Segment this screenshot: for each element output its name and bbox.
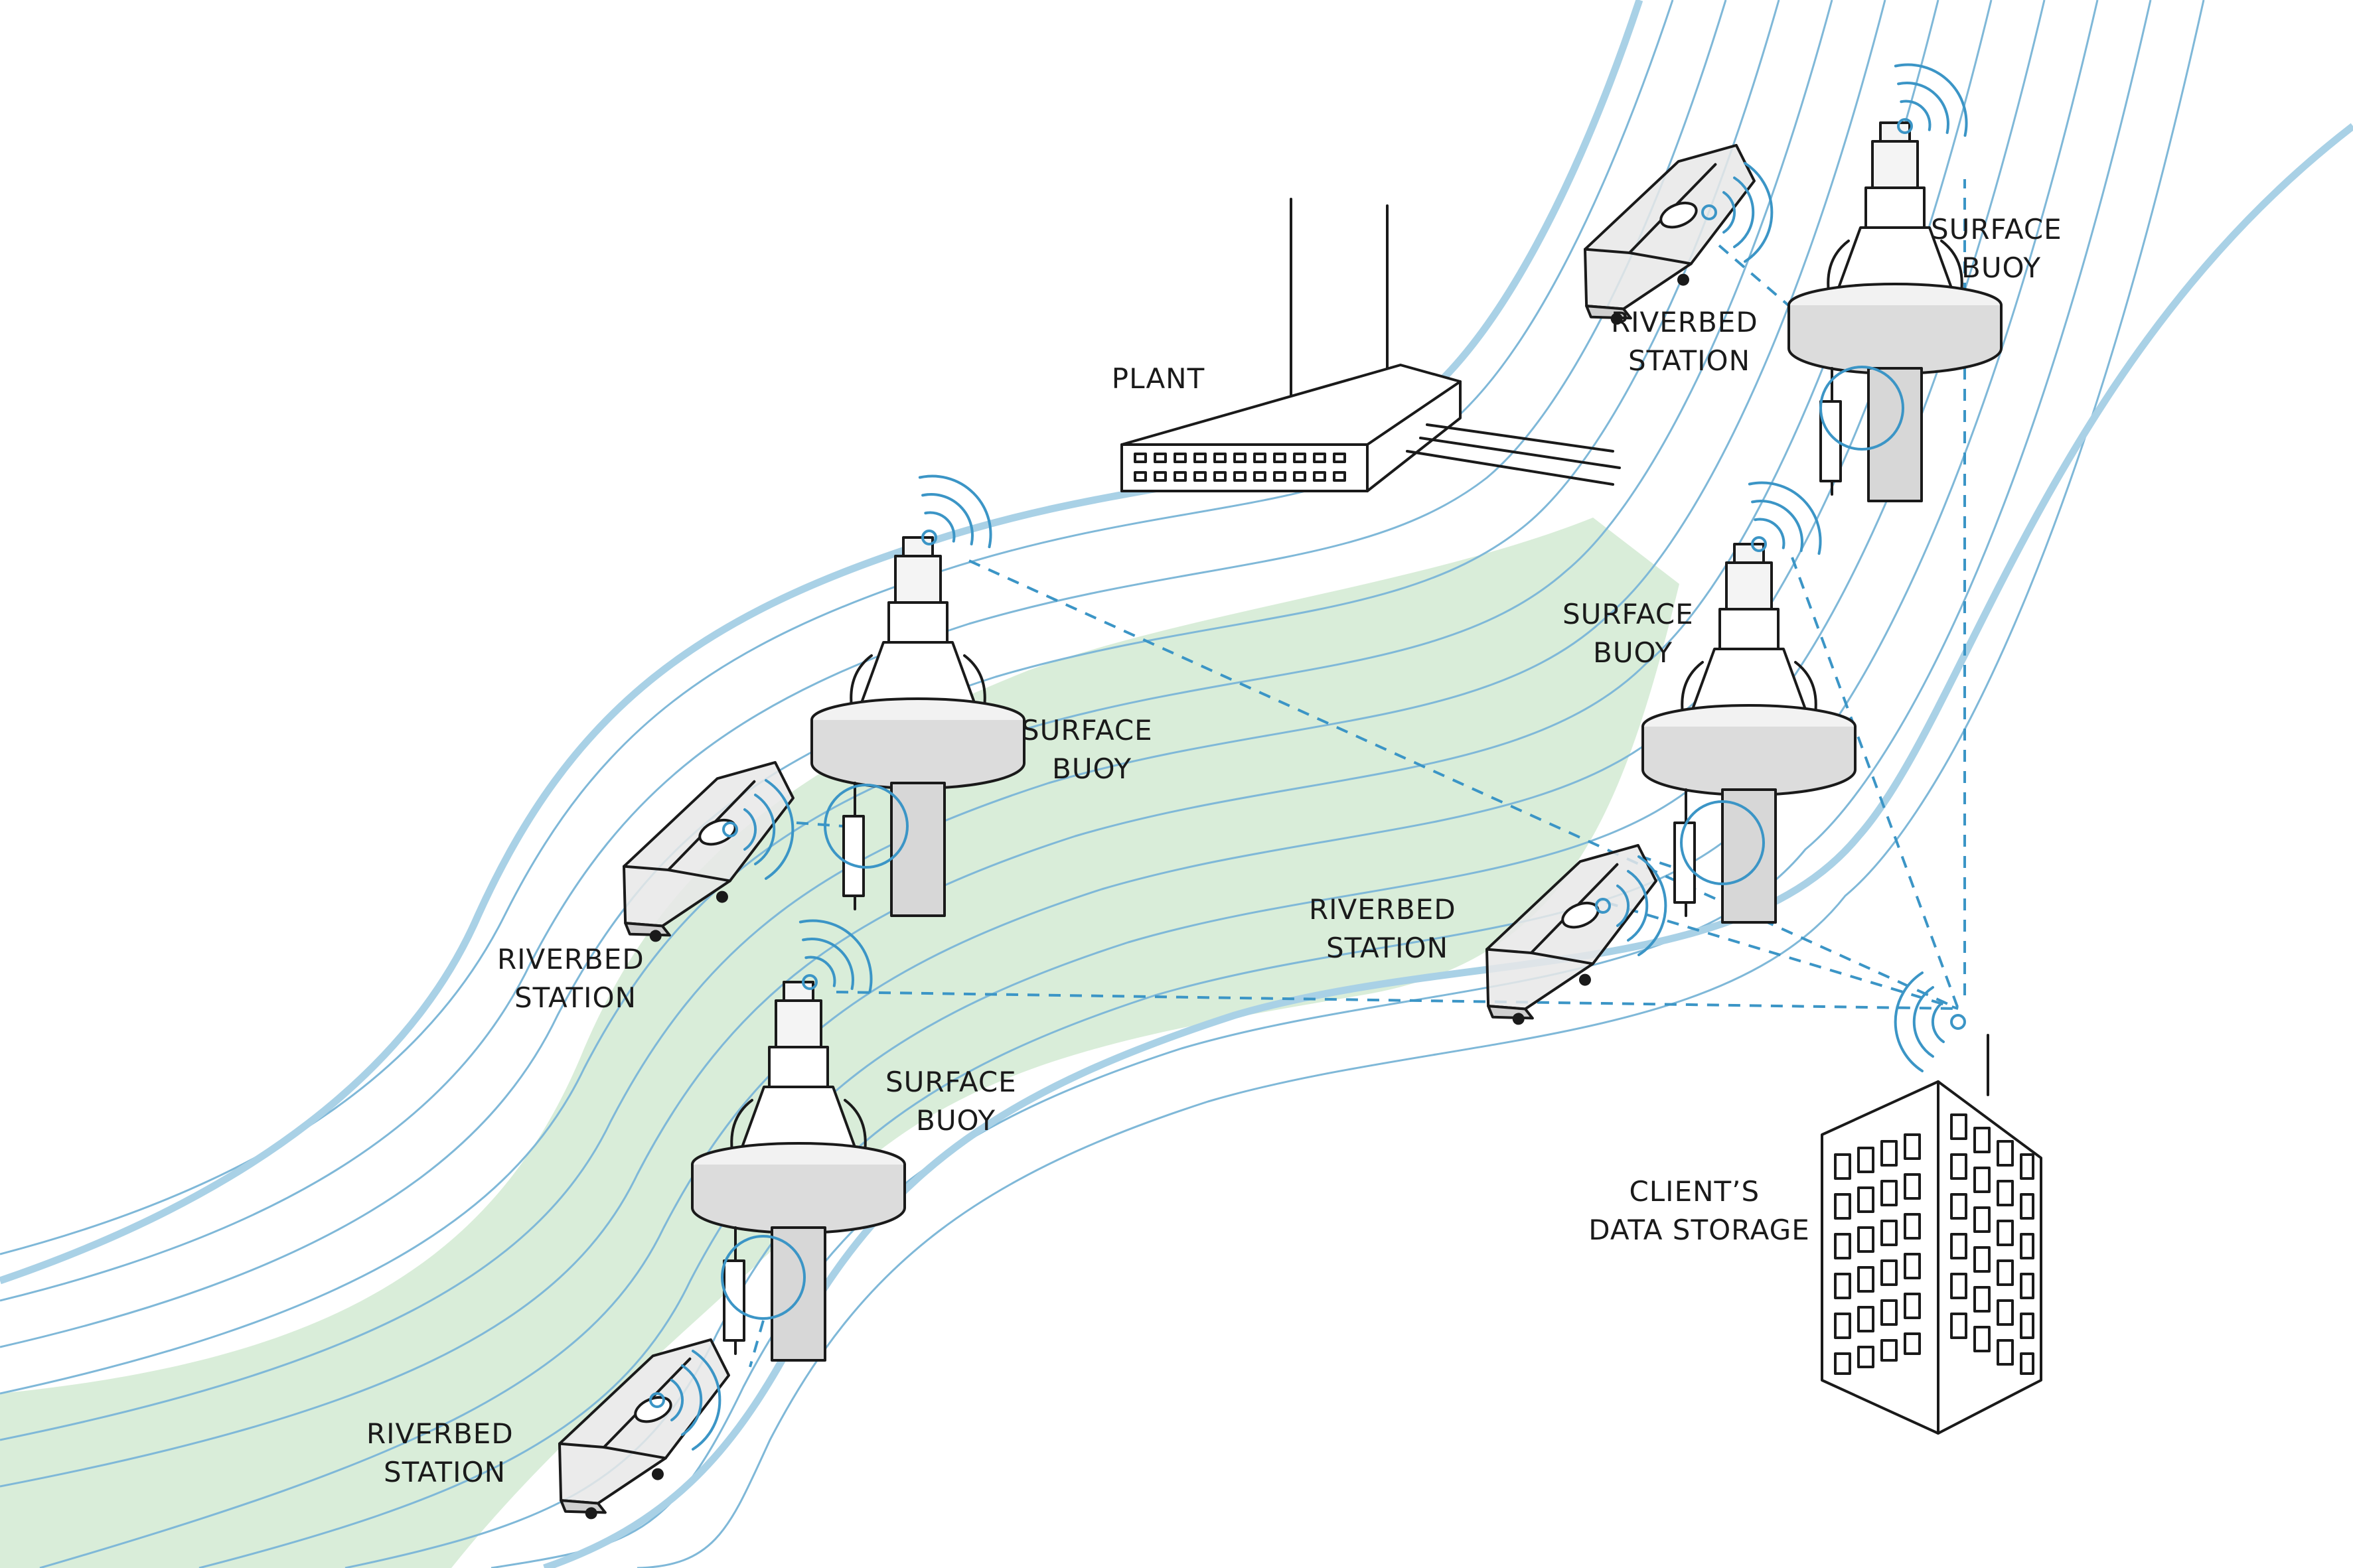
riverbed-station-label: RIVERBED STATION — [366, 1417, 523, 1488]
surface-buoy-label: SURFACE BUOY — [1931, 213, 2072, 284]
pollution-plume — [0, 518, 1679, 1568]
office-building-icon — [1821, 1034, 2042, 1435]
wifi-signal-icon — [1894, 971, 1966, 1072]
data-storage-label: CLIENT’S DATA STORAGE — [1588, 1175, 1809, 1246]
surface-buoy-label: SURFACE BUOY — [1022, 714, 1162, 785]
surface-buoy-label: SURFACE BUOY — [885, 1066, 1026, 1137]
river-bank-right — [543, 123, 2353, 1568]
plant-icon — [1120, 198, 1621, 492]
riverbed-station-label: RIVERBED STATION — [1309, 893, 1466, 964]
river-bank-left — [0, 0, 1643, 1285]
sensor-ring — [721, 366, 1904, 1320]
plant-label: PLANT — [1112, 362, 1205, 395]
riverbed-station-label: RIVERBED STATION — [497, 943, 654, 1014]
riverbed-station-label: RIVERBED STATION — [1611, 306, 1768, 377]
radio-links — [749, 179, 1966, 1368]
surface-buoy-label: SURFACE BUOY — [1562, 598, 1703, 669]
